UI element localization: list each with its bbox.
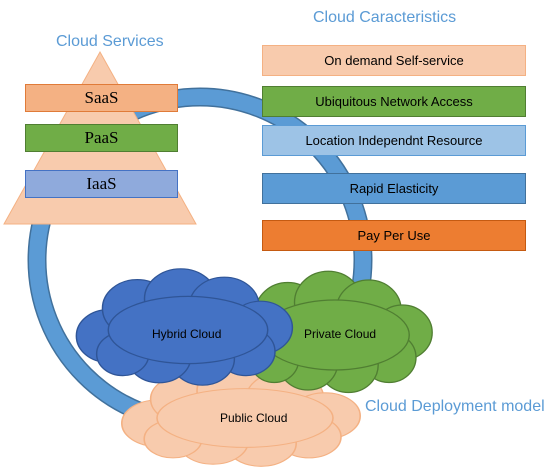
cloud-deployment-heading: Cloud Deployment model bbox=[365, 398, 545, 415]
characteristic-label: Rapid Elasticity bbox=[349, 181, 439, 196]
saas-box: SaaS bbox=[25, 84, 178, 112]
characteristic-pay-per-use: Pay Per Use bbox=[262, 220, 526, 251]
private-cloud-label: Private Cloud bbox=[304, 327, 377, 341]
cloud-characteristics-heading: Cloud Caracteristics bbox=[313, 9, 457, 26]
public-cloud-label: Public Cloud bbox=[220, 411, 288, 425]
saas-label: SaaS bbox=[84, 88, 119, 107]
characteristic-location-independent: Location Independnt Resource bbox=[262, 125, 526, 156]
characteristic-network-access: Ubiquitous Network Access bbox=[262, 86, 526, 117]
iaas-box: IaaS bbox=[25, 170, 178, 198]
hybrid-cloud-label: Hybrid Cloud bbox=[152, 327, 222, 341]
cloud-services-heading: Cloud Services bbox=[56, 33, 164, 50]
characteristic-label: Location Independnt Resource bbox=[305, 133, 483, 148]
iaas-label: IaaS bbox=[86, 174, 117, 193]
characteristic-label: Ubiquitous Network Access bbox=[315, 94, 473, 109]
characteristic-label: Pay Per Use bbox=[357, 228, 431, 243]
characteristic-label: On demand Self-service bbox=[324, 53, 464, 68]
characteristic-rapid-elasticity: Rapid Elasticity bbox=[262, 173, 526, 204]
characteristic-on-demand: On demand Self-service bbox=[262, 45, 526, 76]
paas-label: PaaS bbox=[84, 128, 119, 147]
paas-box: PaaS bbox=[25, 124, 178, 152]
